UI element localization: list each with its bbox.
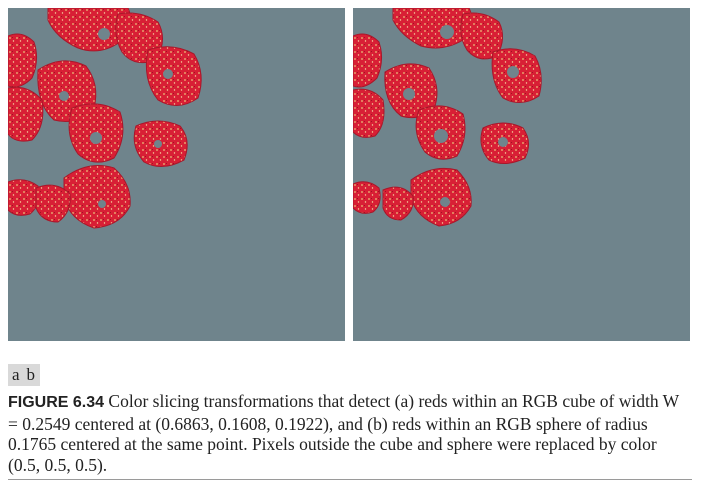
- image-panel-a: [8, 8, 345, 341]
- strawberries-sphere-slice-image: [353, 8, 542, 227]
- panel-label-a: a: [12, 365, 21, 384]
- caption-text: Color slicing transformations that detec…: [8, 391, 679, 475]
- panel-label-b: b: [26, 365, 37, 384]
- strawberries-cube-slice-image: [8, 8, 202, 229]
- image-panel-b: [353, 8, 690, 341]
- caption-divider: [8, 479, 692, 480]
- figure-number: FIGURE 6.34: [8, 394, 105, 411]
- figure-caption: FIGURE 6.34 Color slicing transformation…: [8, 391, 692, 475]
